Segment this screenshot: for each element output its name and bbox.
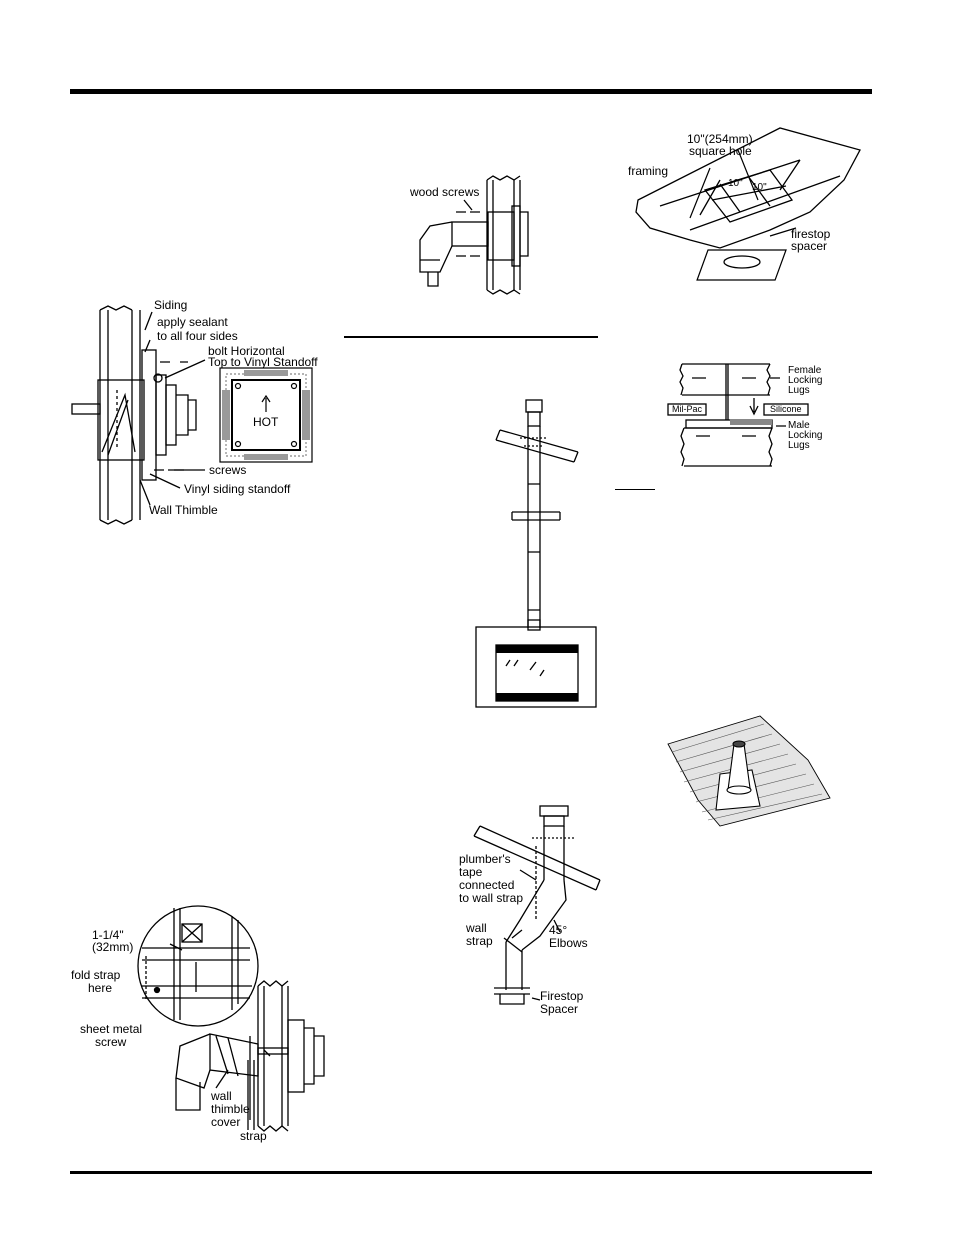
male-lugs-line2: Locking [788,430,823,441]
firestop-spacer-line2: spacer [791,239,828,253]
wood-screws-label: wood screws [410,185,480,199]
header-rule [70,89,872,94]
plumbers-tape-line4: to wall strap [459,891,524,905]
plumbers-tape-line2: tape [459,865,483,879]
dim-line2: (32mm) [92,940,134,954]
elbows-firestop-line1: Firestop [540,989,584,1003]
apply-sealant-line1: apply sealant [157,315,228,329]
sheet-metal-line2: screw [95,1035,127,1049]
bolt-label-line2: Top to Vinyl Standoff [208,355,318,369]
silicone-label: Silicone [770,404,802,414]
strap-label: strap [240,1129,267,1143]
wall-strap-line1: wall [466,921,487,935]
separator-rule [344,336,598,338]
dim-a: 10" [728,178,743,189]
female-lugs-line3: Lugs [788,385,810,396]
fold-strap-line1: fold strap [71,968,121,982]
sheet-metal-line1: sheet metal [80,1022,143,1036]
dim-b: 10" [752,182,767,193]
wall-thimble-label: Wall Thimble [149,503,218,517]
short-rule [615,489,655,490]
apply-sealant-line2: to all four sides [157,329,238,343]
mil-pac-label: Mil-Pac [672,404,703,414]
framing-label: framing [628,164,669,178]
female-lugs-line1: Female [788,365,822,376]
hot-label: HOT [253,415,279,429]
dim-line1: 1-1/4" [92,928,124,942]
screws-label: screws [209,463,247,477]
male-lugs-line3: Lugs [788,440,810,451]
male-lugs-line1: Male [788,420,810,431]
elbows-line1: 45° [549,923,568,937]
elbows-firestop-line2: Spacer [540,1002,579,1016]
wall-strap-line2: strap [466,934,493,948]
plumbers-tape-line3: connected [459,878,515,892]
thimble-cover-line2: thimble [211,1102,250,1116]
fold-strap-line2: here [88,981,113,995]
siding-label: Siding [154,298,188,312]
square-hole-line1: 10"(254mm) [687,132,753,146]
square-hole-line2: square hole [689,144,752,158]
thimble-cover-line3: cover [211,1115,241,1129]
bolt-label-line1: bolt Horizontal [208,344,285,358]
vinyl-standoff-label: Vinyl siding standoff [184,482,291,496]
firestop-spacer-line1: firestop [791,227,831,241]
female-lugs-line2: Locking [788,375,823,386]
elbows-line2: Elbows [549,936,588,950]
plumbers-tape-line1: plumber's [459,852,511,866]
thimble-cover-line1: wall [211,1089,232,1103]
footer-rule [70,1171,872,1174]
